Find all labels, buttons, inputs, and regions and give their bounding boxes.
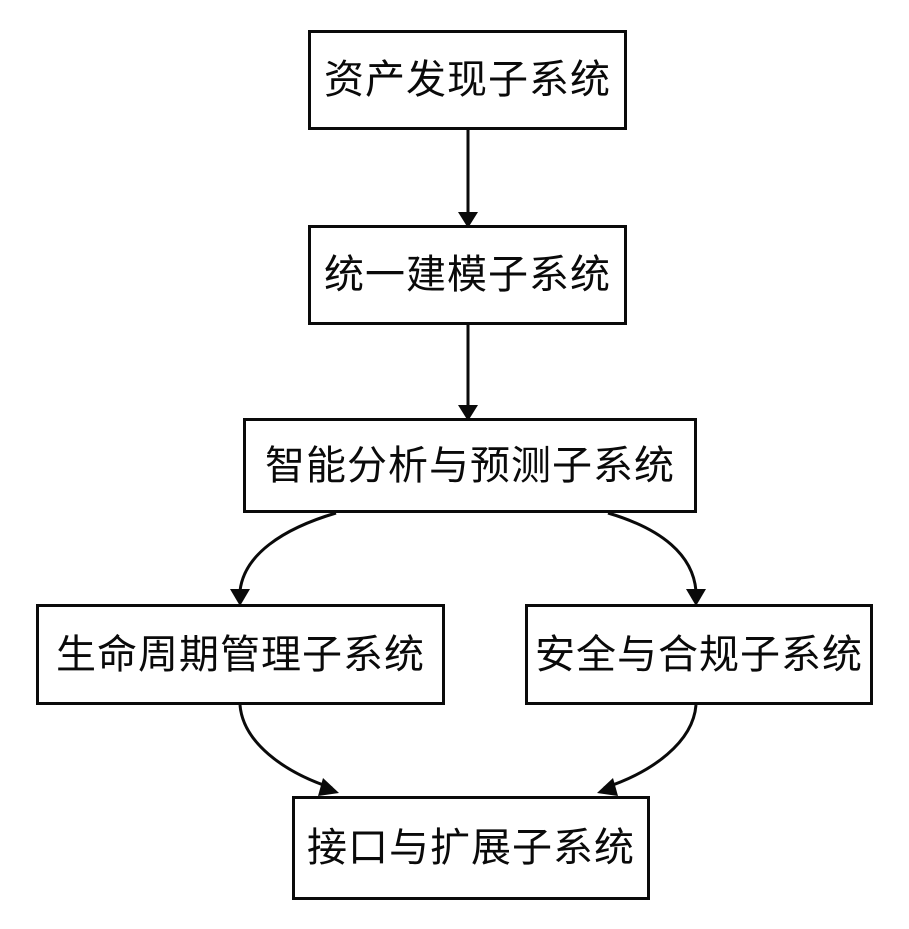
node-label: 智能分析与预测子系统 xyxy=(265,442,675,489)
edge-modeling-to-analysis xyxy=(458,325,478,421)
arrowhead-icon xyxy=(318,778,339,796)
arrowhead-icon xyxy=(230,589,250,606)
node-security-compliance[interactable]: 安全与合规子系统 xyxy=(525,604,873,705)
node-label: 统一建模子系统 xyxy=(324,252,611,298)
edge-lifecycle-to-interface xyxy=(238,704,339,796)
edge-security-to-interface xyxy=(597,704,698,796)
node-intelligent-analysis[interactable]: 智能分析与预测子系统 xyxy=(243,418,697,513)
connector-curve xyxy=(603,704,698,790)
arrowhead-icon xyxy=(686,589,706,606)
arrowhead-icon xyxy=(597,778,618,796)
edge-analysis-to-lifecycle xyxy=(230,511,337,606)
node-unified-modeling[interactable]: 统一建模子系统 xyxy=(308,225,627,325)
arrowhead-icon xyxy=(458,405,478,421)
arrowhead-icon xyxy=(458,212,478,228)
edge-discovery-to-modeling xyxy=(458,130,478,228)
node-label: 接口与扩展子系统 xyxy=(307,825,635,871)
node-asset-discovery[interactable]: 资产发现子系统 xyxy=(308,30,627,130)
connector-curve xyxy=(607,511,698,592)
node-label: 生命周期管理子系统 xyxy=(56,631,425,678)
node-label: 安全与合规子系统 xyxy=(535,631,863,678)
node-lifecycle-management[interactable]: 生命周期管理子系统 xyxy=(36,604,445,705)
connector-curve xyxy=(238,511,337,592)
edge-analysis-to-security xyxy=(607,511,706,606)
node-interface-extension[interactable]: 接口与扩展子系统 xyxy=(292,796,650,900)
node-label: 资产发现子系统 xyxy=(324,57,611,103)
connector-curve xyxy=(238,704,333,790)
